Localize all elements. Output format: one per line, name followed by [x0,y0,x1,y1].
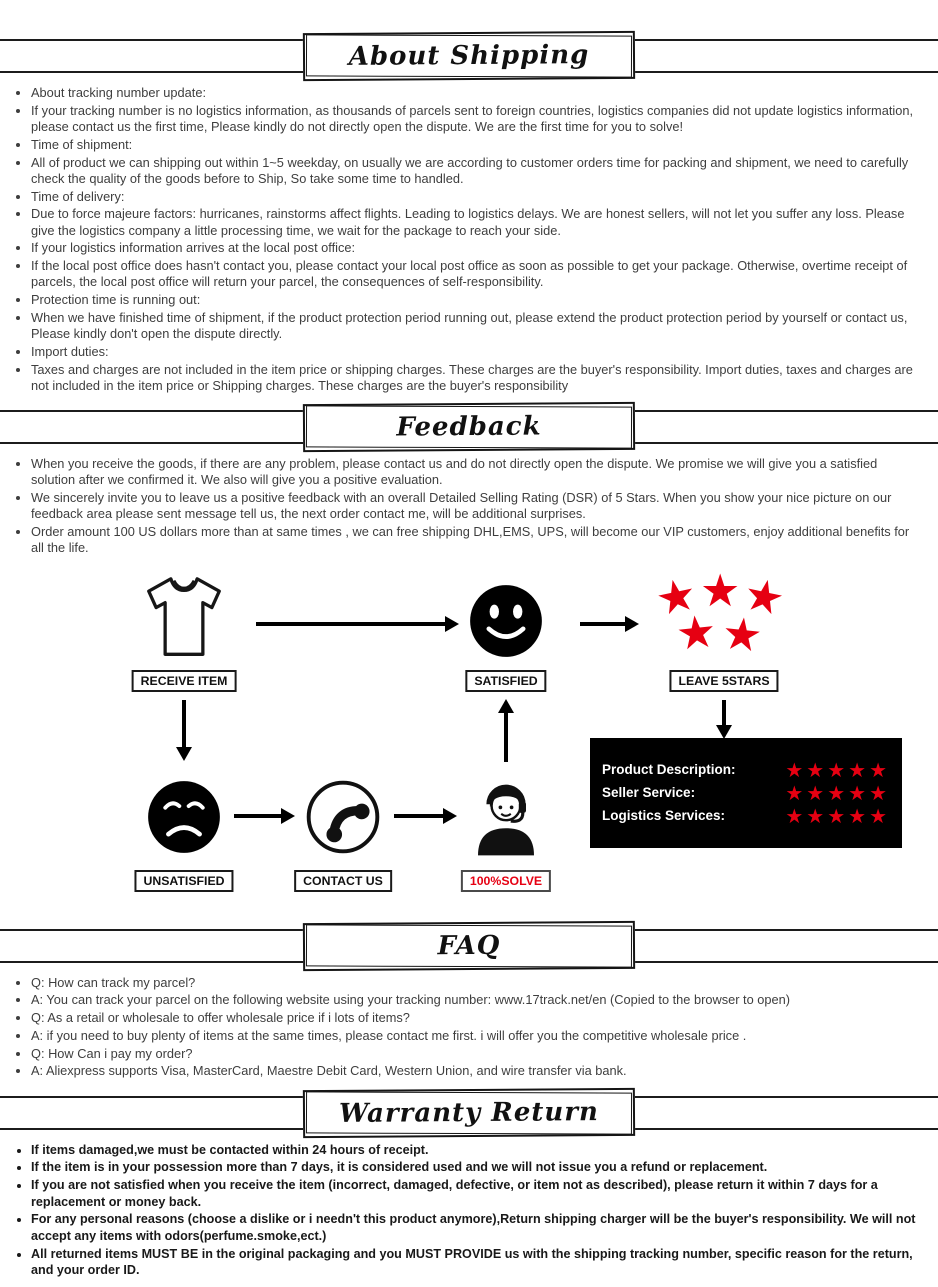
leave-5stars-label: LEAVE 5STARS [669,669,779,692]
ratings-row: Logistics Services: ★★★★★ [602,806,890,826]
support-agent-icon [478,784,534,855]
feedback-title-box: Feedback [302,401,636,453]
bullet-item: We sincerely invite you to leave us a po… [31,490,924,523]
shipping-bullet-list: About tracking number update: If your tra… [0,85,938,394]
phone-icon [306,780,380,853]
arrow-up-icon [504,711,508,762]
shipping-section-banner: About Shipping [0,30,938,82]
bullet-item: Order amount 100 US dollars more than at… [31,524,924,557]
bullet-item: If items damaged,we must be contacted wi… [31,1142,924,1158]
bullet-item: For any personal reasons (choose a disli… [31,1211,924,1244]
bullet-item: Q: How can track my parcel? [31,975,924,991]
feedback-section-banner: Feedback [0,401,938,453]
faq-title-box: FAQ [302,920,636,971]
bullet-item: Time of delivery: [31,189,924,205]
sad-face-icon [148,780,220,853]
star-icon: ★ [700,563,741,617]
bullet-item: If the item is in your possession more t… [31,1159,924,1175]
faq-section-title: FAQ [437,930,501,961]
five-stars-icon: ★★★★★ [785,803,890,828]
bullet-item: All of product we can shipping out withi… [31,155,924,188]
bullet-item: When you receive the goods, if there are… [31,456,924,489]
faq-bullet-list: Q: How can track my parcel?A: You can tr… [0,975,938,1080]
bullet-item: If your logistics information arrives at… [31,240,924,256]
ratings-row-label: Logistics Services: [602,808,726,823]
bullet-item: Import duties: [31,344,924,360]
receive-item-label: RECEIVE ITEM [131,669,237,692]
arrow-down-icon [182,699,186,748]
bullet-item: Q: As a retail or wholesale to offer who… [31,1010,924,1026]
arrow-down-icon [722,699,726,726]
bullet-item: If the local post office does hasn't con… [31,258,924,291]
tshirt-icon [147,576,221,656]
unsatisfied-label: UNSATISFIED [134,869,234,892]
shipping-section-title: About Shipping [348,40,590,72]
ratings-row: Seller Service: ★★★★★ [602,783,890,803]
satisfied-label: SATISFIED [465,669,547,692]
bullet-item: Q: How Can i pay my order? [31,1046,924,1062]
faq-section-banner: FAQ [0,920,938,971]
happy-face-icon [470,584,542,657]
star-icon: ★ [719,605,766,663]
star-icon: ★ [673,603,720,661]
bullet-item: A: Aliexpress supports Visa, MasterCard,… [31,1063,924,1079]
arrow-right-icon [394,813,444,818]
bullet-item: When we have finished time of shipment, … [31,310,924,343]
five-stars-icon: ★★★★★ [785,757,890,782]
feedback-flowchart: RECEIVE ITEM SATISFIED ★ ★ ★ ★ ★ LEAVE 5… [0,566,938,918]
ratings-row-label: Seller Service: [602,785,696,800]
ratings-row-label: Product Description: [602,762,736,777]
warranty-section-title: Warranty Return [339,1096,599,1129]
arrow-right-icon [580,621,626,626]
dsr-ratings-box: Product Description: ★★★★★ Seller Servic… [590,737,902,848]
shipping-title-box: About Shipping [302,30,636,82]
warranty-title-box: Warranty Return [302,1087,636,1138]
bullet-item: All returned items MUST BE in the origin… [31,1246,924,1279]
bullet-item: A: You can track your parcel on the foll… [31,992,924,1008]
contact-us-label: CONTACT US [294,869,392,892]
bullet-item: If you are not satisfied when you receiv… [31,1177,924,1210]
bullet-item: Taxes and charges are not included in th… [31,362,924,395]
warranty-bullet-list: If items damaged,we must be contacted wi… [0,1142,938,1279]
bullet-item: Time of shipment: [31,137,924,153]
five-stars-icon: ★★★★★ [785,780,890,805]
arrow-right-icon [234,813,282,818]
feedback-bullet-list: When you receive the goods, if there are… [0,456,938,557]
bullet-item: Due to force majeure factors: hurricanes… [31,206,924,239]
bullet-item: About tracking number update: [31,85,924,101]
ratings-row: Product Description: ★★★★★ [602,760,890,780]
bullet-item: Protection time is running out: [31,292,924,308]
bullet-item: If your tracking number is no logistics … [31,103,924,136]
feedback-section-title: Feedback [396,411,542,443]
bullet-item: A: if you need to buy plenty of items at… [31,1028,924,1044]
arrow-right-icon [256,621,446,626]
solve-label: 100%SOLVE [460,869,552,892]
warranty-section-banner: Warranty Return [0,1087,938,1138]
